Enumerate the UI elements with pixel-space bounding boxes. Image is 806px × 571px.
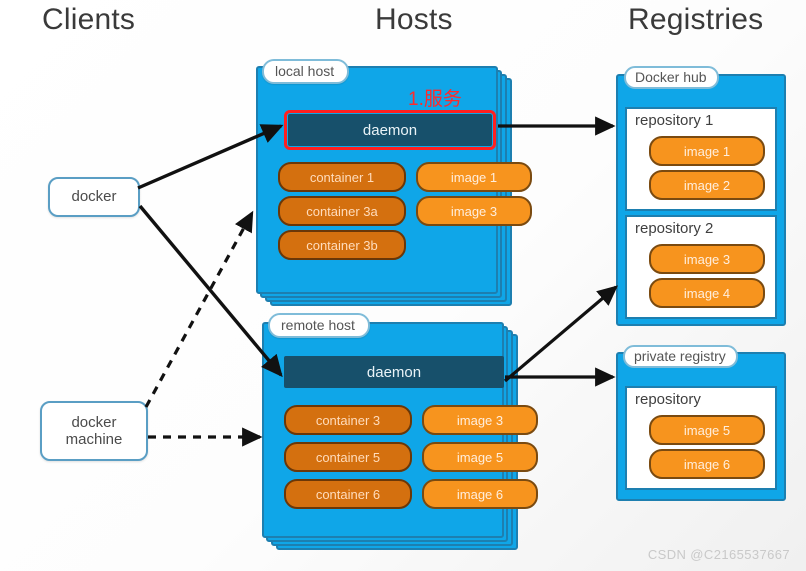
repository-private-image-1[interactable]: image 6 [649,449,765,479]
repository-1-title: repository 1 [635,112,713,129]
repository-private[interactable]: repository image 5 image 6 [625,386,777,490]
repository-2-image-1[interactable]: image 4 [649,278,765,308]
repository-2-title: repository 2 [635,220,713,237]
annotation-red-note-text: 1.服务 [408,89,462,110]
host-remote-label: remote host [268,313,370,338]
annotation-red-note: 1.服务 [408,84,462,111]
repository-1-image-0[interactable]: image 1 [649,136,765,166]
repository-2-image-0[interactable]: image 3 [649,244,765,274]
repository-1-image-0-label: image 1 [683,143,731,159]
repository-1-image-1[interactable]: image 2 [649,170,765,200]
registry-private-label: private registry [623,345,738,368]
column-title-registries: Registries [628,3,764,36]
host-remote-image-2[interactable]: image 6 [422,479,538,509]
column-title-clients: Clients [42,3,136,36]
host-remote-container-1-label: container 5 [315,449,381,465]
repository-private-image-0[interactable]: image 5 [649,415,765,445]
arrow-dockermachine-to-local-host [144,210,254,408]
host-remote-image-1-label: image 5 [456,449,504,465]
repository-1-image-1-label: image 2 [683,177,731,193]
column-title-hosts: Hosts [375,3,453,36]
host-remote-container-0-label: container 3 [315,412,381,428]
client-docker-machine[interactable]: docker machine [40,401,148,461]
client-docker[interactable]: docker [48,177,140,217]
host-local-image-0-label: image 1 [450,169,498,185]
registry-private[interactable]: private registry repository image 5 imag… [616,345,786,501]
host-local-label-text: local host [275,63,335,79]
host-remote-container-1[interactable]: container 5 [284,442,412,472]
client-docker-machine-label: docker machine [65,413,123,448]
repository-1[interactable]: repository 1 image 1 image 2 [625,107,777,211]
repository-private-title-text: repository [635,391,701,408]
repository-private-title: repository [635,391,701,408]
host-local-daemon-label: daemon [362,121,418,139]
host-local-container-0[interactable]: container 1 [278,162,406,192]
repository-private-image-0-label: image 5 [683,422,731,438]
host-remote-daemon[interactable]: daemon [284,356,504,388]
host-remote-label-text: remote host [281,317,355,333]
host-remote-daemon-label: daemon [366,363,422,381]
host-remote-image-2-label: image 6 [456,486,504,502]
host-remote[interactable]: remote host daemon container 3 container… [262,313,538,552]
host-local-image-0[interactable]: image 1 [416,162,532,192]
host-remote-container-0[interactable]: container 3 [284,405,412,435]
repository-2-image-1-label: image 4 [683,285,731,301]
host-local[interactable]: local host 1.服务 daemon container 1 conta… [256,59,532,306]
registry-private-label-text: private registry [634,348,726,364]
repository-private-image-1-label: image 6 [683,456,731,472]
host-local-daemon[interactable]: daemon [284,110,496,150]
repository-2-title-text: repository 2 [635,220,714,237]
host-local-container-1[interactable]: container 3a [278,196,406,226]
host-local-image-1[interactable]: image 3 [416,196,532,226]
host-remote-container-2-label: container 6 [315,486,381,502]
host-remote-container-2[interactable]: container 6 [284,479,412,509]
client-docker-label: docker [71,188,117,206]
host-local-container-2-label: container 3b [306,237,378,253]
repository-2[interactable]: repository 2 image 3 image 4 [625,215,777,319]
registry-docker-hub-label: Docker hub [624,66,719,89]
host-remote-image-0[interactable]: image 3 [422,405,538,435]
host-local-container-1-label: container 3a [306,203,378,219]
host-local-container-0-label: container 1 [309,169,375,185]
host-local-container-2[interactable]: container 3b [278,230,406,260]
watermark: CSDN @C2165537667 [647,547,790,562]
registry-docker-hub-label-text: Docker hub [635,69,707,85]
registry-docker-hub[interactable]: Docker hub repository 1 image 1 image 2 … [616,66,786,326]
host-remote-image-0-label: image 3 [456,412,504,428]
host-local-image-1-label: image 3 [450,203,498,219]
host-local-label: local host [262,59,350,84]
host-remote-image-1[interactable]: image 5 [422,442,538,472]
repository-2-image-0-label: image 3 [683,251,731,267]
repository-1-title-text: repository 1 [635,112,714,129]
